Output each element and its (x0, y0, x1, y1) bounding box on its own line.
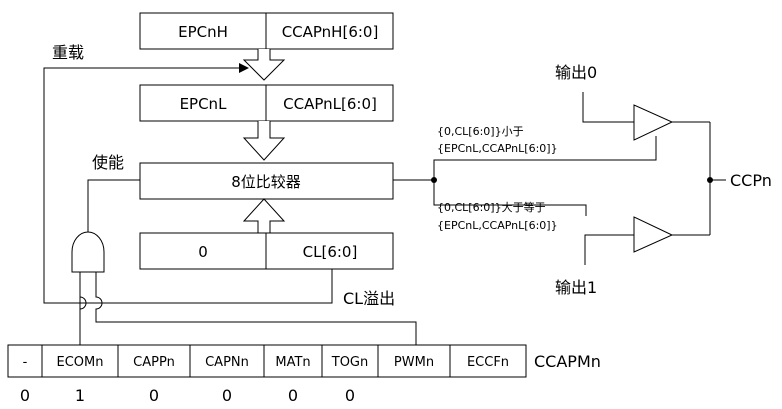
out0-label: 输出0 (555, 63, 597, 82)
cl-overflow-label: CL溢出 (343, 289, 395, 308)
hop-ecomn (79, 296, 87, 310)
ccapmn-name: CCAPMn (534, 352, 601, 371)
out0-wire (582, 92, 634, 123)
bit-togn-label: TOGn (331, 355, 369, 370)
and-input-pwmn (95, 272, 417, 345)
bit-eccfn-label: ECCFn (467, 355, 509, 370)
counter-low-label: CL[6:0] (303, 243, 358, 261)
enable-wire (87, 179, 140, 232)
value-ecomn: 1 (75, 386, 85, 405)
ccpn-label: CCPn (730, 171, 772, 190)
value-togn: 0 (345, 386, 355, 405)
bit-capnn-label: CAPNn (205, 355, 249, 370)
cl-overflow-wire (43, 63, 333, 304)
value-matn: 0 (288, 386, 298, 405)
wire-to-buffer-top-ctrl (433, 136, 657, 180)
buffer-top (633, 104, 674, 141)
ccapnh-label: CCAPnH[6:0] (282, 23, 379, 41)
out1-wire (584, 234, 634, 265)
ccapnl-label: CCAPnL[6:0] (283, 95, 377, 113)
comparator-box: 8位比较器 (139, 162, 394, 200)
value-cappn: 0 (149, 386, 159, 405)
enable-label: 使能 (92, 153, 124, 172)
epcnh-label: EPCnH (178, 23, 228, 41)
counter-high-label: 0 (198, 243, 208, 261)
hollow-arrow-top (242, 49, 286, 81)
ccapmn-values: 0 1 0 0 0 0 (20, 386, 355, 405)
hollow-arrow-mid (242, 121, 286, 161)
bit-pwmn-label: PWMn (394, 355, 434, 370)
wire-to-buffer-bot-ctrl (433, 180, 587, 216)
buffer-bottom (633, 216, 674, 253)
register-epcnl-ccapnl: EPCnL CCAPnL[6:0] (139, 84, 394, 122)
reload-label: 重载 (52, 43, 84, 62)
value-bit7: 0 (20, 386, 30, 405)
cond-less-line1: {0,CL[6:0]}小于 (437, 125, 524, 138)
cond-ge-line1: {0,CL[6:0]}大于等于 (437, 200, 546, 214)
value-capnn: 0 (222, 386, 232, 405)
register-epcnh-ccapnh: EPCnH CCAPnH[6:0] (139, 12, 394, 50)
out1-label: 输出1 (555, 278, 597, 297)
epcnl-label: EPCnL (180, 95, 228, 113)
cond-ge-line2: {EPCnL,CCAPnL[6:0]} (437, 219, 558, 232)
bit-matn-label: MATn (275, 355, 310, 370)
bit-cappn-label: CAPPn (133, 355, 175, 370)
counter-register: 0 CL[6:0] (139, 232, 394, 270)
cond-less-line2: {EPCnL,CCAPnL[6:0]} (437, 142, 558, 155)
bit-7-label: - (23, 355, 28, 370)
and-gate (71, 231, 105, 273)
comparator-label: 8位比较器 (231, 173, 301, 191)
bit-ecomn-label: ECOMn (57, 355, 104, 370)
ccapmn-register: - ECOMn CAPPn CAPNn MATn TOGn PWMn ECCFn… (7, 344, 601, 378)
hollow-arrow-counter (242, 198, 286, 233)
